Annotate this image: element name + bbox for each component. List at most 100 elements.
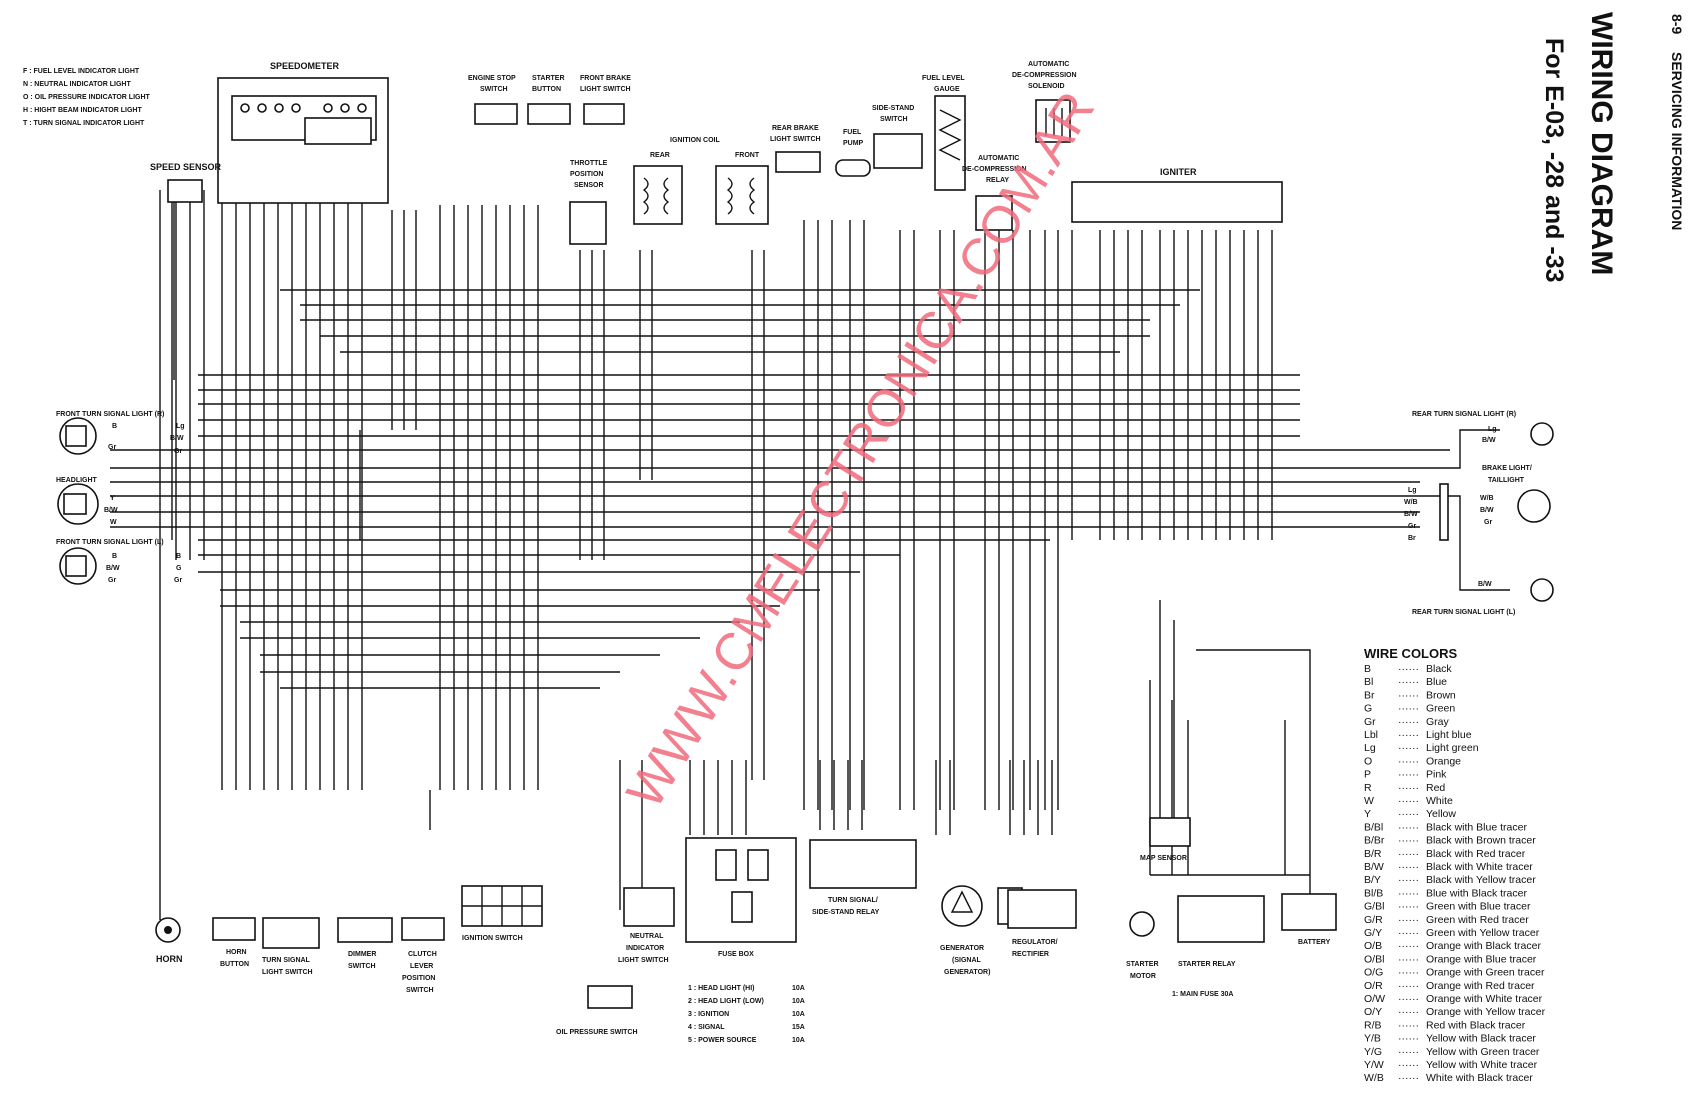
dimmer-label-2: SWITCH [348,963,376,970]
engine-stop-switch: ENGINE STOP SWITCH [468,75,518,125]
starter-button-label-1: STARTER [532,75,565,82]
section-title: SERVICING INFORMATION [1669,52,1685,230]
decomp-relay-label-1: AUTOMATIC [978,155,1019,162]
wire-legend-dots: ······ [1398,993,1419,1005]
speedometer: SPEEDOMETER [217,61,389,204]
front-turn-l-label: FRONT TURN SIGNAL LIGHT (L) [56,539,164,546]
wire-legend-code: R/B [1364,1019,1382,1031]
indicator-key-t: T : TURN SIGNAL INDICATOR LIGHT [23,120,145,127]
wire-legend-dots: ······ [1398,874,1419,886]
wire-legend-code: O/W [1364,993,1385,1005]
wire-legend-name: Black [1426,663,1452,675]
fuel-gauge-label-2: GAUGE [934,86,960,93]
ftl-wire-5: G [176,565,182,572]
rear-brake-label-2: LIGHT SWITCH [770,136,821,143]
indicator-key-o: O : OIL PRESSURE INDICATOR LIGHT [23,94,151,101]
ignition-coil-rear [633,165,683,225]
wire-legend-dots: ······ [1398,980,1419,992]
wire-legend-code: Y/B [1364,1033,1381,1045]
wire-legend-dots: ······ [1398,676,1419,688]
fuel-gauge-label-1: FUEL LEVEL [922,75,965,82]
wire-legend-name: Green [1426,703,1455,715]
fuse-box-label: FUSE BOX [718,951,754,958]
map-sensor: MAP SENSOR [1140,817,1191,862]
ftl-wire-3: Gr [108,577,116,584]
fuel-pump-label-1: FUEL [843,129,862,136]
rear-harness-connector: Lg W/B B/W Gr Br [1404,483,1449,542]
wire-legend-name: Orange with White tracer [1426,993,1543,1005]
ignition-coil-label: IGNITION COIL [670,137,721,144]
wire-legend-dots: ······ [1398,835,1419,847]
wire-legend-code: Bl/B [1364,887,1383,899]
wire-legend-code: Gr [1364,716,1376,728]
front-turn-r-label: FRONT TURN SIGNAL LIGHT (R) [56,411,164,418]
wire-legend-code: O/Bl [1364,953,1384,965]
wire-legend-name: Orange with Black tracer [1426,940,1541,952]
wire-legend-code: G [1364,703,1372,715]
starter-motor: STARTER MOTOR [1126,911,1159,980]
wire-legend-name: Brown [1426,689,1456,701]
wire-legend-code: B [1364,663,1371,675]
wire-legend-code: G/Y [1364,927,1382,939]
horn: HORN [155,917,183,964]
head-wire-3: W [110,519,117,526]
page-subtitle: For E-03, -28 and -33 [1540,38,1568,283]
neutral-label-2: INDICATOR [626,945,664,952]
regulator-label-1: REGULATOR/ [1012,939,1058,946]
wire-legend-dots: ······ [1398,716,1419,728]
wire-legend-name: Yellow [1426,808,1456,820]
decompression-relay: AUTOMATIC DE-COMPRESSION RELAY [962,155,1027,231]
wire-legend-name: Black with Red tracer [1426,848,1526,860]
wire-legend-code: Lbl [1364,729,1378,741]
ignition-coil-front [715,165,769,225]
ftr-wire-1: B [112,423,117,430]
turn-switch-label-2: LIGHT SWITCH [262,969,313,976]
regulator-rectifier: REGULATOR/ RECTIFIER [1007,889,1077,958]
wire-legend-name: Orange with Green tracer [1426,967,1545,979]
horn-label: HORN [156,954,183,964]
rh-wire-5: Br [1408,535,1416,542]
wire-legend-code: O/Y [1364,1006,1382,1018]
wire-legend-name: Black with Brown tracer [1426,835,1536,847]
clutch-label-1: CLUTCH [408,951,437,958]
wire-legend-name: Yellow with Green tracer [1426,1046,1540,1058]
wire-legend-dots: ······ [1398,729,1419,741]
regulator-label-2: RECTIFIER [1012,951,1049,958]
side-stand-label-2: SWITCH [880,116,908,123]
wire-legend-code: Y/G [1364,1046,1382,1058]
wire-legend-dots: ······ [1398,887,1419,899]
wire-legend-name: Pink [1426,769,1447,781]
wire-legend-name: Blue [1426,676,1447,688]
generator-label-3: GENERATOR) [944,969,990,976]
fuel-level-gauge: FUEL LEVEL GAUGE [922,75,966,191]
wire-legend-name: Red with Black tracer [1426,1019,1526,1031]
wire-legend-name: Green with Yellow tracer [1426,927,1540,939]
turn-signal-relay: TURN SIGNAL/ SIDE-STAND RELAY [809,839,917,916]
wire-legend-dots: ······ [1398,1019,1419,1031]
wire-legend-dots: ······ [1398,1006,1419,1018]
wire-legend-dots: ······ [1398,755,1419,767]
turn-relay-label-2: SIDE-STAND RELAY [812,909,880,916]
fuse-4-rating: 15A [792,1024,805,1031]
starter-relay: STARTER RELAY 1: MAIN FUSE 30A [1172,895,1265,998]
rear-turn-l-label: REAR TURN SIGNAL LIGHT (L) [1412,609,1515,616]
front-brake-label-2: LIGHT SWITCH [580,86,631,93]
ftr-wire-4: B/W [170,435,184,442]
rtl-wire-1: B/W [1478,581,1492,588]
fuse-box: FUSE BOX 1 : HEAD LIGHT (HI) 10A 2 : HEA… [685,837,805,1044]
wire-legend-dots: ······ [1398,953,1419,965]
fuse-1-rating: 10A [792,985,805,992]
starter-motor-label-1: STARTER [1126,961,1159,968]
wire-legend-dots: ······ [1398,848,1419,860]
wire-legend-name: Orange [1426,755,1461,767]
front-turn-signal-left: FRONT TURN SIGNAL LIGHT (L) B B/W Gr B G… [56,539,182,585]
oil-pressure-label: OIL PRESSURE SWITCH [556,1029,638,1036]
wire-legend-code: G/R [1364,914,1383,926]
indicator-key: F : FUEL LEVEL INDICATOR LIGHT N : NEUTR… [23,68,151,127]
ftl-wire-1: B [112,553,117,560]
wire-legend-dots: ······ [1398,967,1419,979]
igniter: IGNITER [1071,167,1283,223]
wire-legend-dots: ······ [1398,1033,1419,1045]
decomp-relay-label-2: DE-COMPRESSION [962,166,1027,173]
